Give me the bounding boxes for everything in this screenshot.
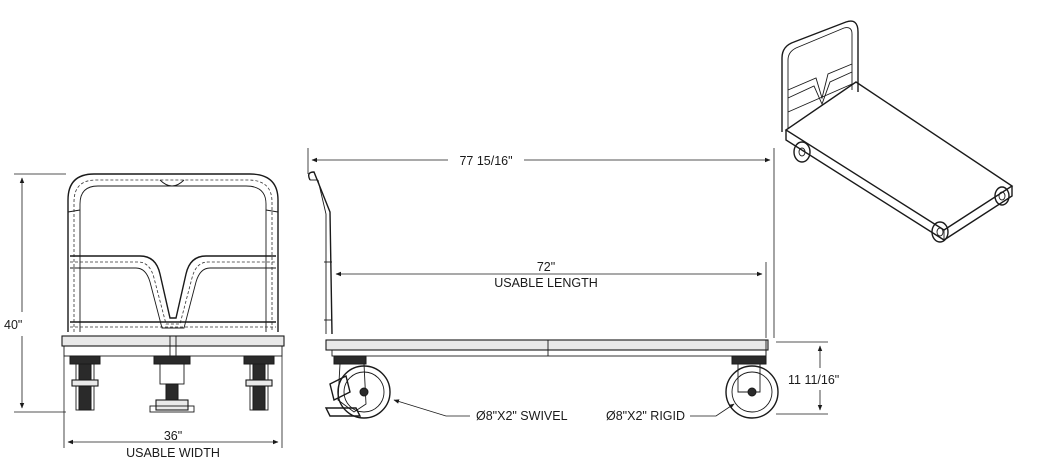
deck-height-dimension: 11 11/16"	[776, 341, 839, 415]
usable-length-dimension: 72" USABLE LENGTH	[335, 260, 767, 338]
swivel-caster	[324, 355, 391, 419]
rigid-callout: Ø8"X2" RIGID	[606, 403, 735, 423]
front-deck	[61, 335, 285, 347]
front-center-caster	[149, 355, 195, 413]
side-handle	[307, 171, 333, 335]
front-view	[61, 173, 285, 413]
usable-width-label: USABLE WIDTH	[126, 446, 220, 460]
width-dimension: 36" USABLE WIDTH	[63, 356, 283, 460]
side-deck	[325, 339, 769, 351]
isometric-view	[781, 20, 1014, 243]
overall-length-dimension: 77 15/16"	[307, 148, 775, 338]
height-dimension: 40"	[4, 173, 66, 413]
front-left-caster	[69, 355, 101, 411]
overall-length-label: 77 15/16"	[459, 154, 512, 168]
iso-wheels	[793, 141, 1010, 243]
iso-deck	[784, 81, 1014, 231]
rigid-caster-label: Ø8"X2" RIGID	[606, 409, 685, 423]
deck-height-label: 11 11/16"	[788, 373, 839, 387]
front-right-caster	[243, 355, 275, 411]
usable-width-value: 36"	[164, 429, 182, 443]
front-handle-outer	[67, 173, 279, 332]
side-view	[307, 171, 779, 419]
rigid-caster	[725, 355, 779, 419]
height-label: 40"	[4, 318, 22, 332]
swivel-callout: Ø8"X2" SWIVEL	[393, 399, 568, 423]
iso-handle	[781, 20, 859, 132]
usable-length-value: 72"	[537, 260, 555, 274]
usable-length-label: USABLE LENGTH	[494, 276, 598, 290]
swivel-caster-label: Ø8"X2" SWIVEL	[476, 409, 568, 423]
